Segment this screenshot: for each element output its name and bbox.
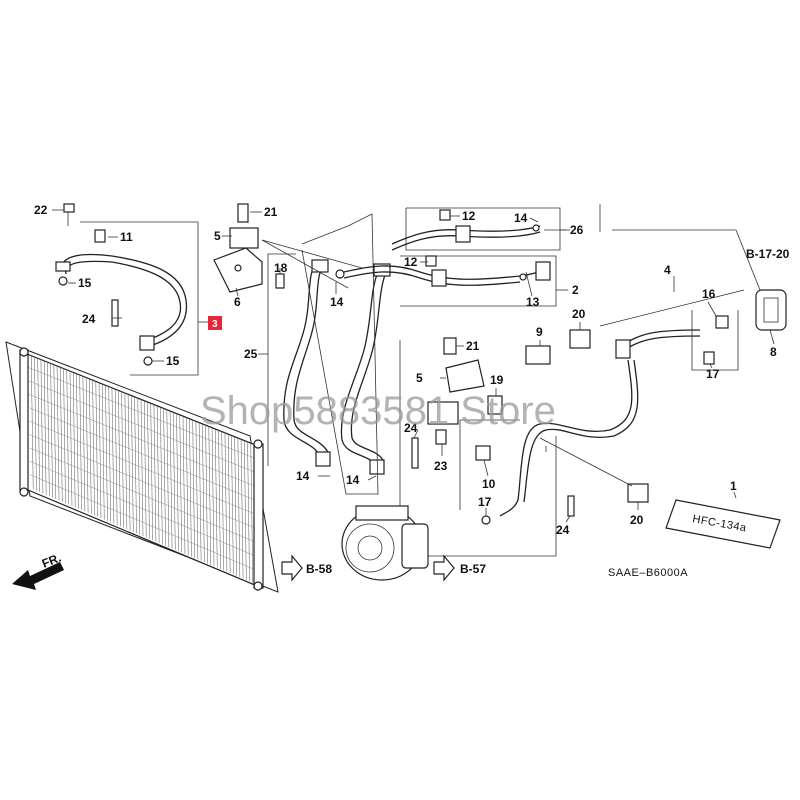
long-pipe-4 [459,289,745,517]
label-21b: 21 [466,339,480,353]
label-8: 8 [770,345,777,359]
label-12b: 12 [404,255,418,269]
label-14a: 14 [330,295,344,309]
label-15b: 15 [166,354,180,368]
bolt-11 [94,229,106,243]
bracket-plate [427,401,459,425]
b58-arrow [281,554,303,582]
clamp-9 [525,345,551,365]
discharge-hose [55,253,188,351]
label-25: 25 [244,347,258,361]
label-20a: 20 [572,307,586,321]
label-26: 26 [570,223,584,237]
label-5a: 5 [214,229,221,243]
label-14c: 14 [296,469,310,483]
leader-lines [52,209,775,523]
label-11: 11 [120,230,133,244]
clamp-20b [627,483,649,503]
label-24b: 24 [404,421,418,435]
ref-b17-20: B-17-20 [746,247,790,261]
front-direction-arrow: FR. [12,551,64,590]
label-21a: 21 [264,205,278,219]
label-9: 9 [536,325,543,339]
label-3-highlighted: 3 [212,319,218,330]
label-5b: 5 [416,371,423,385]
label-4: 4 [664,263,671,277]
label-6: 6 [234,295,241,309]
label-17a: 17 [706,367,720,381]
o-ring-14b [335,269,345,279]
connector-8 [755,289,787,331]
callout-labels: 22 11 15 24 15 21 5 6 18 25 14 12 14 26 … [34,203,790,579]
label-13: 13 [526,295,540,309]
hose-group-bracket [80,221,210,376]
label-2: 2 [572,283,579,297]
label-24a: 24 [82,312,96,326]
label-14d: 14 [346,473,360,487]
ref-b57: B-57 [460,562,486,576]
discharge-pipe [340,263,391,475]
bracket-6 [213,203,263,293]
condenser-fins [28,355,256,583]
label-17b: 17 [478,495,492,509]
o-ring-15a [58,276,68,286]
label-16: 16 [702,287,716,301]
middle-pipe-box [400,255,568,307]
label-18: 18 [274,261,288,275]
label-1: 1 [730,479,737,493]
store-watermark: Shop5883581 Store [200,389,556,433]
label-12a: 12 [462,209,476,223]
ref-b58: B-58 [306,562,332,576]
label-19: 19 [490,373,504,387]
o-ring-17b [481,515,491,525]
bolt-24c [567,495,575,517]
b57-arrow [433,554,455,582]
compressor [341,505,429,581]
bolt-23 [435,429,447,445]
highlight-part-3: 3 [208,316,222,330]
fitting-16a [715,315,729,329]
label-23: 23 [434,459,448,473]
clamp-20a [569,329,591,349]
diagram-code: SAAE–B6000A [608,567,688,579]
o-ring-14c [519,273,527,281]
condenser [5,341,279,593]
bolt-24 [111,299,119,327]
bolt-12a [439,209,451,221]
label-24c: 24 [556,523,570,537]
bolt-18 [275,273,285,289]
bolt-12b [425,255,437,267]
label-10: 10 [482,477,496,491]
label-22: 22 [34,203,48,217]
clip-22 [63,203,75,213]
label-20b: 20 [630,513,644,527]
sensor-10 [475,445,491,461]
label-14b: 14 [514,211,528,225]
o-ring-15b [143,356,153,366]
suction-pipe [283,259,331,467]
bolt-17a [703,351,715,365]
highlight-box [208,316,222,330]
valve-19 [487,395,503,415]
label-plate-1: HFC-134a [665,499,781,549]
bolt-24b [411,437,419,469]
label-15a: 15 [78,276,92,290]
direction-label: FR. [40,551,63,571]
o-ring-14a [532,224,540,232]
